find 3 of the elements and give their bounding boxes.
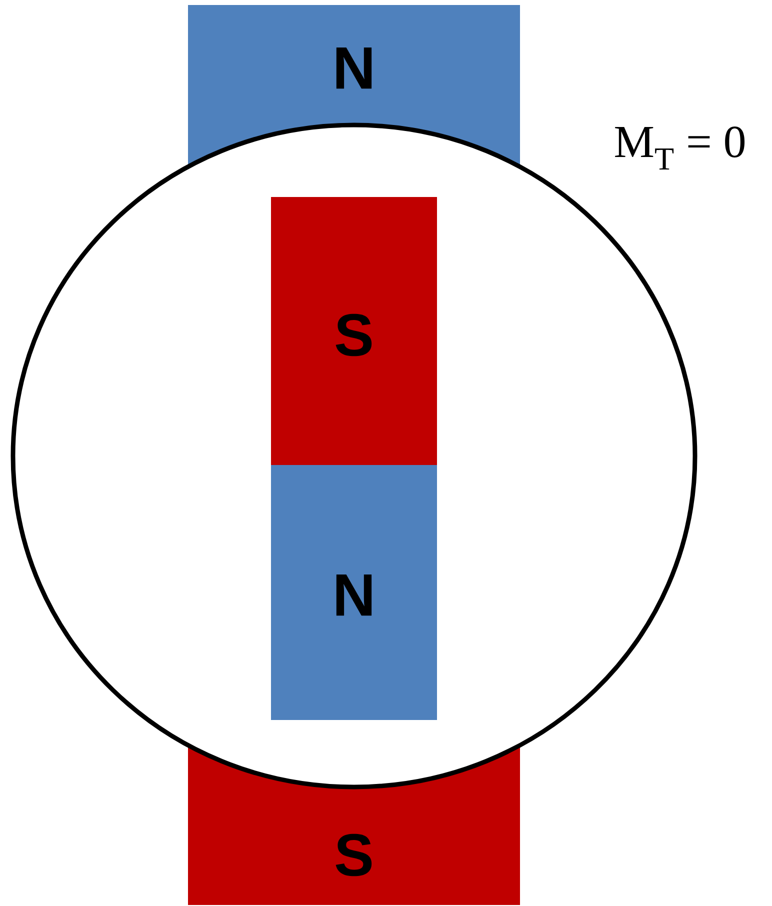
magnet-pole-block: S <box>271 197 437 465</box>
magnet-pole-block: N <box>271 465 437 720</box>
torque-label: M$_{T}$ = 0 <box>615 126 744 170</box>
